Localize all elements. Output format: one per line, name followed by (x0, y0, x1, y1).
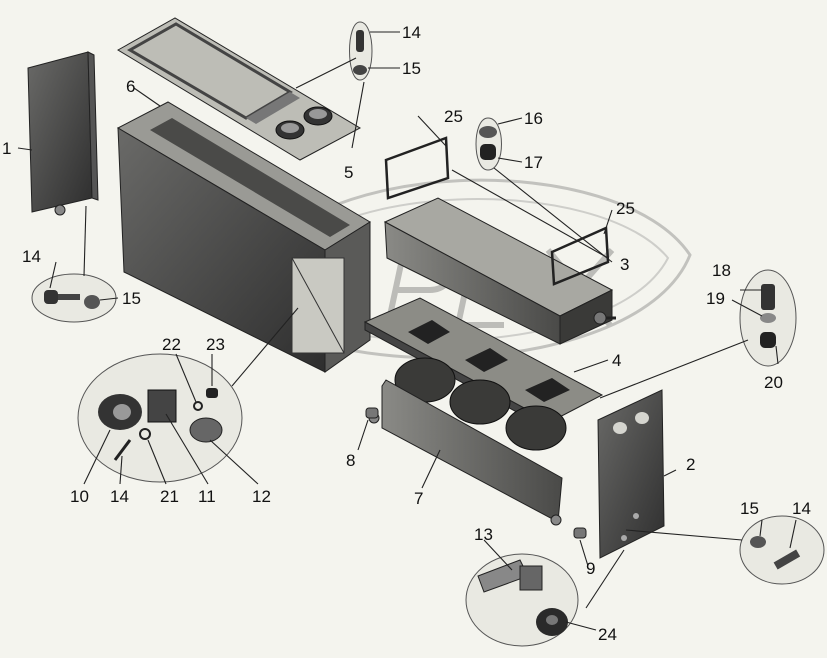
callout-21: 21 (160, 487, 179, 506)
callout-4: 4 (612, 351, 621, 370)
callout-11: 11 (198, 487, 216, 506)
callout-16: 16 (524, 109, 543, 128)
part-8-pin (365, 407, 379, 419)
callout-15-right: 15 (740, 499, 759, 518)
callout-15-top: 15 (402, 59, 421, 78)
detail-bubble-15-14-right (739, 515, 825, 585)
callout-25-right: 25 (616, 199, 635, 218)
detail-bubble-10-23 (77, 353, 243, 483)
callout-3: 3 (620, 255, 629, 274)
callout-20: 20 (764, 373, 783, 392)
callout-25-top: 25 (444, 107, 463, 126)
callout-24: 24 (598, 625, 617, 644)
detail-bubble-14-15-left (31, 273, 117, 323)
part-2-bracket-plate (597, 389, 665, 559)
callout-19: 19 (706, 289, 725, 308)
callout-7: 7 (414, 489, 423, 508)
callout-9: 9 (586, 559, 595, 578)
part-5-top-cover (117, 17, 362, 161)
callout-14-top: 14 (402, 23, 421, 42)
callout-8: 8 (346, 451, 355, 470)
detail-bubble-13-24 (465, 553, 579, 647)
part-4-base-plate (363, 297, 604, 451)
part-9-pin (573, 527, 587, 539)
callout-14-left: 14 (22, 247, 41, 266)
callout-1: 1 (2, 139, 11, 158)
detail-bubble-18-19-20 (739, 269, 797, 367)
part-25-gasket-a (384, 136, 450, 200)
part-1-side-panel (27, 51, 99, 216)
callout-10: 10 (70, 487, 89, 506)
callout-14-right: 14 (792, 499, 811, 518)
callout-18: 18 (712, 261, 731, 280)
callout-22: 22 (162, 335, 181, 354)
callout-14-bottom: 14 (110, 487, 129, 506)
callout-6: 6 (126, 77, 135, 96)
callout-23: 23 (206, 335, 225, 354)
leader-lines (17, 31, 797, 631)
part-25-gasket-b (550, 226, 610, 286)
callout-labels: 1 2 3 4 5 6 7 8 9 10 11 12 13 14 14 14 1… (2, 23, 811, 644)
detail-bubble-14-15-top (349, 21, 373, 81)
callout-17: 17 (524, 153, 543, 172)
detail-bubble-16-17 (475, 117, 502, 171)
callout-15-left: 15 (122, 289, 141, 308)
part-6-main-housing (116, 101, 371, 373)
callout-13: 13 (474, 525, 493, 544)
callout-12: 12 (252, 487, 271, 506)
callout-5: 5 (344, 163, 353, 182)
callout-2: 2 (686, 455, 695, 474)
part-3-upper-block (383, 197, 616, 345)
